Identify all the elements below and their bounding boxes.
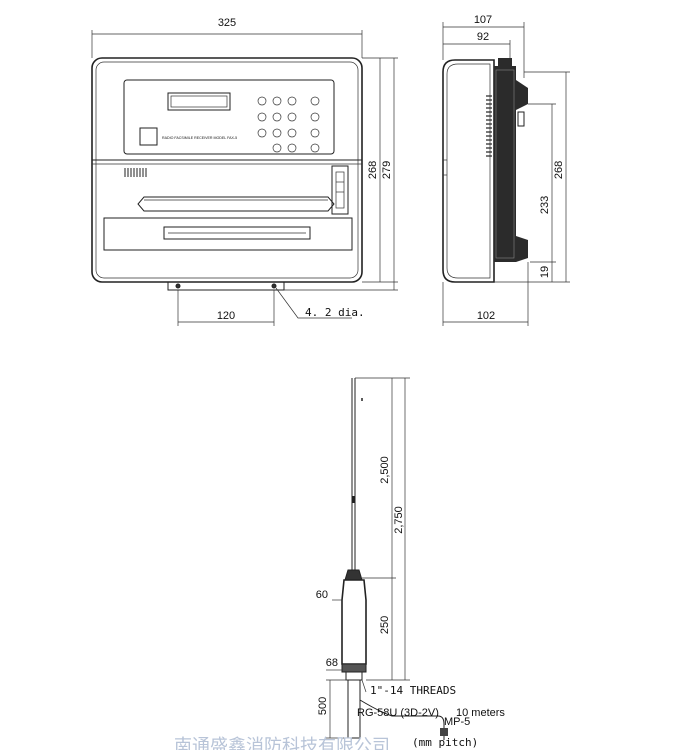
connector-plug bbox=[440, 728, 448, 736]
front-height-279: 279 bbox=[381, 161, 393, 179]
mount-length-dim: 500 bbox=[317, 697, 329, 715]
door-handle bbox=[163, 226, 311, 240]
whip-length-dim: 2,500 bbox=[379, 456, 391, 484]
bracket-width-dim: 120 bbox=[217, 310, 235, 322]
receiver-housing bbox=[91, 57, 363, 283]
keypad bbox=[257, 96, 320, 153]
front-view: 325 RADIO FACSIMILE RECEIVER MODEL FAX-5 bbox=[91, 17, 398, 326]
antenna-view: 2,500 2,750 250 60 68 500 1"-14 THREADS … bbox=[316, 377, 505, 749]
total-length-dim: 2,750 bbox=[393, 506, 405, 534]
front-height-268: 268 bbox=[367, 161, 379, 179]
side-height-19: 19 bbox=[539, 266, 551, 278]
cable-length-label: 10 meters bbox=[456, 707, 505, 719]
antenna-base bbox=[341, 579, 367, 665]
speaker-grille bbox=[124, 168, 147, 177]
front-width-dim: 325 bbox=[218, 17, 236, 29]
threads-label: 1"-14 THREADS bbox=[370, 684, 456, 697]
coax-cable bbox=[359, 699, 445, 740]
side-housing bbox=[442, 59, 495, 283]
control-panel bbox=[123, 79, 335, 155]
mount-pipe bbox=[347, 679, 361, 739]
cable-label: RG-58U (3D-2V) bbox=[357, 707, 439, 719]
paper-slot bbox=[137, 196, 335, 212]
panel-label: RADIO FACSIMILE RECEIVER MODEL FAX-5 bbox=[162, 136, 237, 140]
base-length-dim: 250 bbox=[379, 616, 391, 634]
connector-label: MP-5 bbox=[444, 716, 470, 728]
pitch-note: (mm pitch) bbox=[412, 736, 478, 749]
side-depth-102: 102 bbox=[477, 310, 495, 322]
side-vents bbox=[486, 95, 492, 157]
hole-dia-label: 4. 2 dia. bbox=[305, 306, 365, 319]
mounting-bracket bbox=[167, 281, 285, 291]
side-selector bbox=[331, 165, 349, 215]
side-rear-bracket bbox=[494, 66, 516, 262]
logo-square bbox=[139, 127, 158, 146]
side-height-268: 268 bbox=[553, 161, 565, 179]
side-height-233: 233 bbox=[539, 196, 551, 214]
lower-door bbox=[103, 217, 353, 251]
side-depth-107: 107 bbox=[474, 14, 492, 26]
watermark-text: 南通盛鑫消防科技有限公司 bbox=[174, 736, 390, 750]
side-depth-92: 92 bbox=[477, 31, 489, 43]
lcd-display bbox=[167, 92, 231, 111]
diam-top-dim: 60 bbox=[316, 589, 328, 601]
diam-bottom-dim: 68 bbox=[326, 657, 338, 669]
side-view: 107 92 268 bbox=[442, 14, 570, 326]
